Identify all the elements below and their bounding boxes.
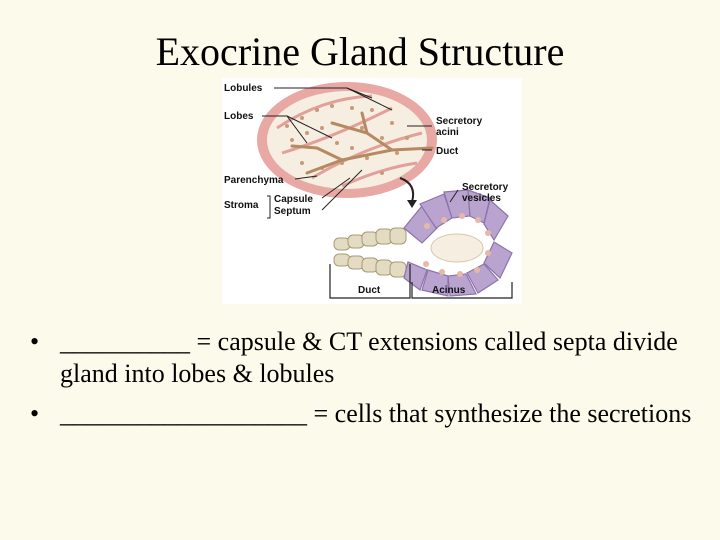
- stroma-brace: [267, 195, 271, 219]
- bullet-item: • __________ = capsule & CT extensions c…: [28, 326, 698, 390]
- bullet-text: __________ = capsule & CT extensions cal…: [60, 327, 678, 388]
- bullet-list: • __________ = capsule & CT extensions c…: [28, 326, 698, 438]
- label-duct-bottom: Duct: [358, 285, 381, 296]
- label-lobules: Lobules: [224, 83, 263, 94]
- label-acinus: Acinus: [432, 285, 466, 296]
- bullet-glyph: •: [30, 399, 40, 428]
- label-secretory-vesicles-1: Secretory: [462, 182, 509, 193]
- magnify-arrowhead: [407, 200, 417, 208]
- bullet-item: • ___________________ = cells that synth…: [28, 398, 698, 430]
- label-stroma: Stroma: [224, 200, 259, 211]
- magnify-arrow: [399, 177, 415, 203]
- label-parenchyma: Parenchyma: [224, 175, 284, 186]
- label-secretory-vesicles-2: vesicles: [462, 193, 501, 204]
- bullet-glyph: •: [30, 327, 40, 356]
- label-capsule: Capsule: [274, 194, 313, 205]
- gland-lobe-illustration: [257, 82, 437, 198]
- gland-diagram: Lobules Lobes Secretory acini Duct Paren…: [222, 78, 522, 304]
- gland-parenchyma: [267, 91, 427, 189]
- label-septum: Septum: [274, 206, 311, 217]
- slide-title: Exocrine Gland Structure: [155, 29, 565, 74]
- duct-bracket: [329, 264, 411, 299]
- label-lobes: Lobes: [224, 111, 254, 122]
- label-secretory-acini-2: acini: [436, 127, 459, 138]
- label-secretory-acini-1: Secretory: [436, 116, 483, 127]
- acinus-illustration: [333, 189, 513, 297]
- bullet-text: ___________________ = cells that synthes…: [60, 399, 692, 428]
- gland-diagram-svg: Lobules Lobes Secretory acini Duct Paren…: [224, 82, 513, 299]
- label-duct-top: Duct: [436, 146, 459, 157]
- acinus-bracket: [411, 282, 513, 299]
